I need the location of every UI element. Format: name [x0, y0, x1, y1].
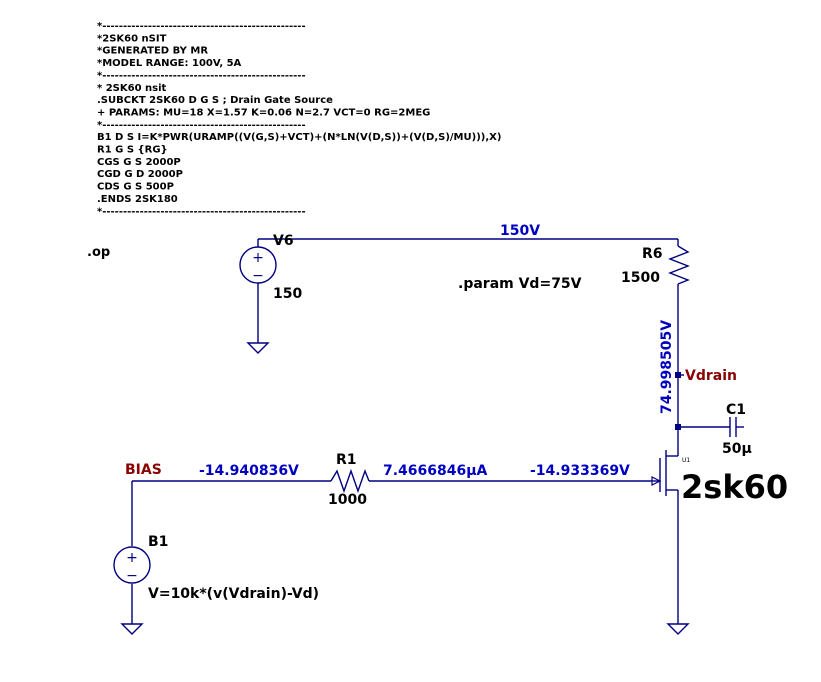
b1-source[interactable]: + −	[113, 546, 151, 584]
spice-line: .SUBCKT 2SK60 D G S ; Drain Gate Source	[97, 95, 333, 106]
spice-line: *---------------------------------------…	[97, 21, 306, 32]
plus-icon: +	[252, 250, 264, 266]
spice-line: CGD G D 2000P	[97, 169, 183, 180]
minus-icon: −	[126, 568, 138, 584]
spice-line: *---------------------------------------…	[97, 120, 306, 131]
net-label-bias[interactable]: BIAS	[125, 462, 162, 478]
b1-symbol[interactable]	[113, 546, 151, 584]
v6-value: 150	[273, 286, 302, 302]
spice-line: * 2SK60 nsit	[97, 83, 167, 94]
op-current-r1: 7.4666846µA	[383, 463, 488, 479]
spice-line: B1 D S I=K*PWR(URAMP((V(G,S)+VCT)+(N*LN(…	[97, 132, 501, 143]
ground-icon	[120, 623, 144, 635]
spice-line: *---------------------------------------…	[97, 70, 306, 81]
junction-c1	[675, 424, 681, 430]
param-directive[interactable]: .param Vd=75V	[458, 276, 582, 292]
plus-icon: +	[126, 550, 138, 566]
spice-line: *GENERATED BY MR	[97, 46, 208, 57]
spice-line: CGS G S 2000P	[97, 157, 181, 168]
op-voltage-bias: -14.940836V	[199, 463, 299, 479]
c1-name: C1	[726, 402, 746, 418]
spice-line: .ENDS 2SK180	[97, 194, 178, 205]
r6-name: R6	[642, 246, 663, 262]
r1-name: R1	[336, 452, 357, 468]
c1-value: 50µ	[722, 441, 752, 457]
v6-symbol[interactable]	[239, 246, 277, 284]
spice-line: + PARAMS: MU=18 X=1.57 K=0.06 N=2.7 VCT=…	[97, 107, 430, 118]
b1-name: B1	[148, 534, 168, 550]
junction-vdrain	[675, 372, 681, 378]
b1-value: V=10k*(v(Vdrain)-Vd)	[148, 586, 319, 602]
spice-line: R1 G S {RG}	[97, 145, 168, 156]
spice-line: *2SK60 nSIT	[97, 33, 167, 44]
net-label-vdrain[interactable]: Vdrain	[685, 368, 737, 384]
r6-resistor[interactable]	[668, 245, 690, 285]
r1-value: 1000	[328, 492, 367, 508]
spice-line: *MODEL RANGE: 100V, 5A	[97, 58, 242, 69]
minus-icon: −	[252, 268, 264, 284]
ground-icon	[246, 342, 270, 354]
v6-source[interactable]: + −	[239, 246, 277, 284]
spice-line: *---------------------------------------…	[97, 206, 306, 217]
u1-transistor[interactable]	[650, 450, 679, 496]
r1-resistor[interactable]	[330, 468, 370, 494]
spice-line: CDS G S 500P	[97, 182, 174, 193]
wires	[131, 238, 730, 624]
r6-value: 1500	[621, 270, 660, 286]
u1-name: U1	[682, 457, 690, 464]
u1-value: 2sk60	[681, 468, 788, 506]
op-directive[interactable]: .op	[87, 245, 110, 260]
c1-capacitor[interactable]	[729, 417, 744, 437]
op-voltage-gate: -14.933369V	[530, 463, 630, 479]
ground-icon	[666, 623, 690, 635]
op-voltage-drain: 74.998505V	[659, 320, 675, 414]
spice-model-text: *---------------------------------------…	[97, 21, 501, 217]
v6-name: V6	[273, 233, 294, 249]
gate-arrow-icon	[651, 476, 662, 486]
op-voltage-top: 150V	[500, 223, 540, 239]
